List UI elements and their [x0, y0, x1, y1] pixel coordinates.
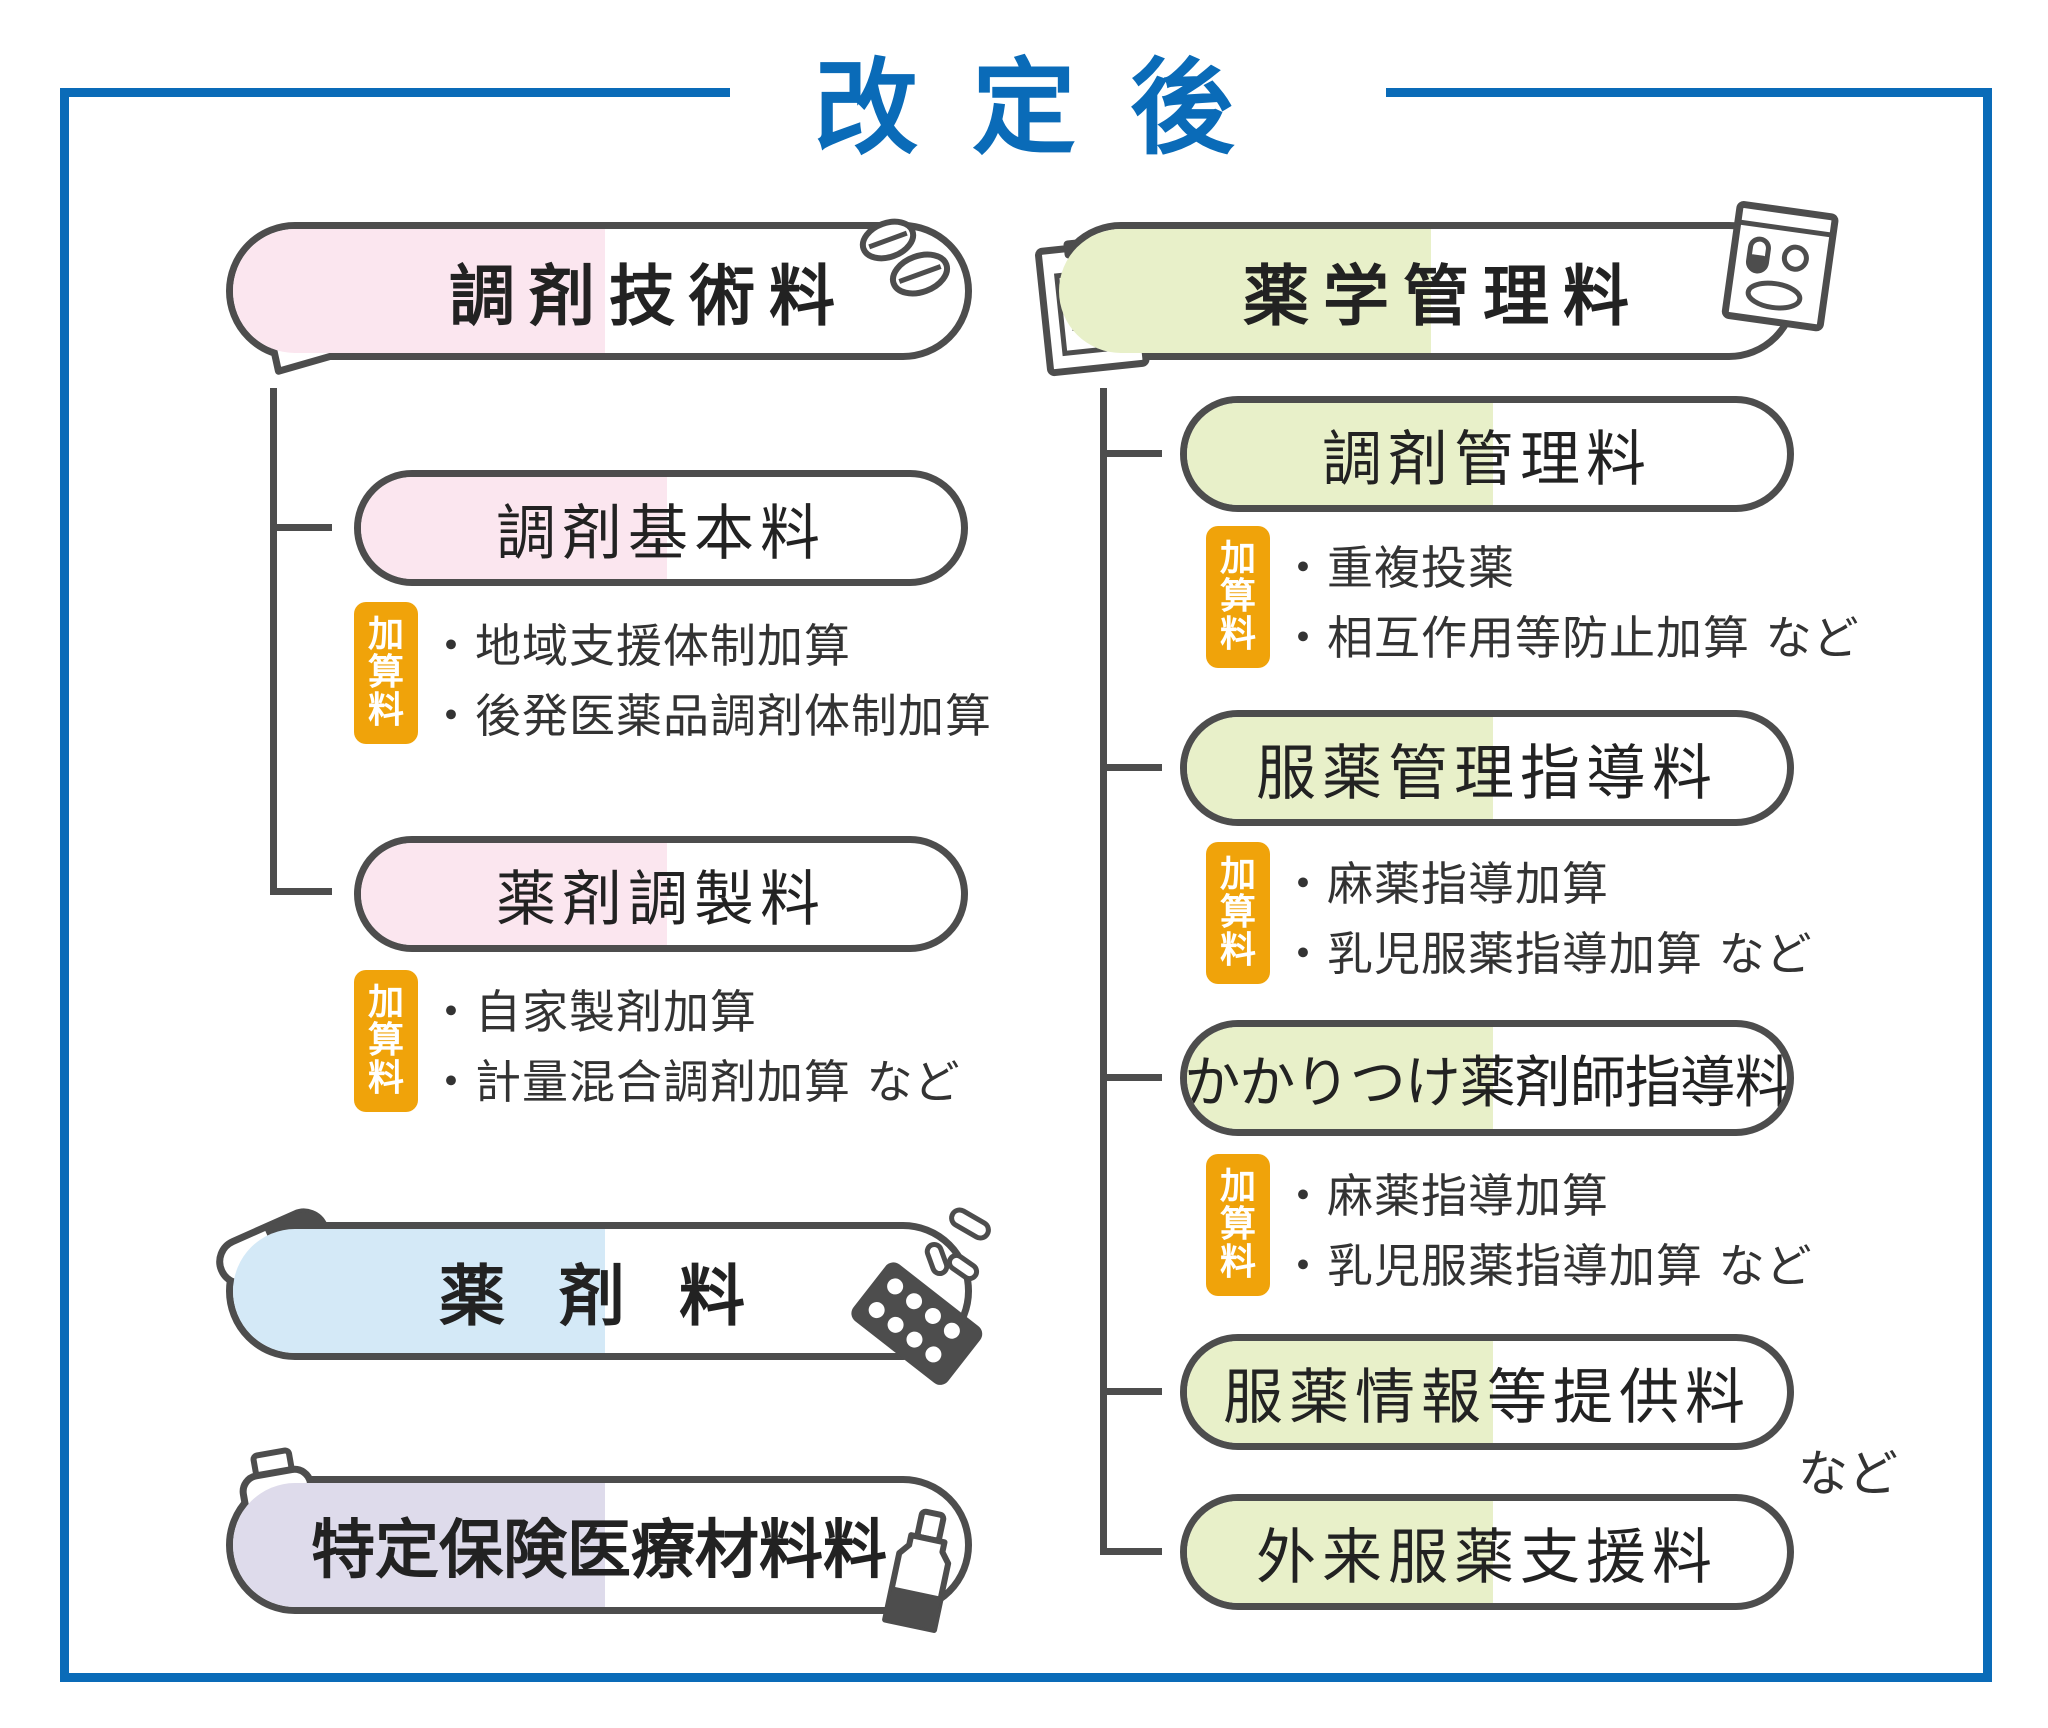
addition-item: ・乳児服薬指導加算 など [1280, 1239, 1813, 1293]
subitem-preparation-fee-label: 薬剤調製料 [496, 864, 826, 935]
addition-item: ・麻薬指導加算 [1280, 1169, 1609, 1223]
addition-badge: 加算料 [354, 970, 418, 1112]
addition-badge: 加算料 [354, 602, 418, 744]
category-material-fee: 特定保険医療材料料 [226, 1476, 972, 1614]
addition-item: ・重複投薬 [1280, 541, 1515, 595]
addition-item: ・乳児服薬指導加算 など [1280, 927, 1813, 981]
frame-top-right [1386, 88, 1992, 97]
addition-item: ・相互作用等防止加算 など [1280, 611, 1860, 665]
subitem-info-provision-label: 服薬情報等提供料 [1223, 1362, 1751, 1433]
category-tech-fee-label: 調剤技術料 [449, 258, 849, 335]
addition-item: ・麻薬指導加算 [1280, 857, 1609, 911]
subitem-basic-fee-label: 調剤基本料 [496, 498, 826, 569]
frame-bottom [60, 1673, 1992, 1682]
trailing-note: など [1798, 1445, 1898, 1503]
category-tech-fee: 調剤技術料 [226, 222, 972, 360]
subitem-outpatient-support-label: 外来服薬支援料 [1256, 1522, 1718, 1593]
subitem-medication-guidance-label: 服薬管理指導料 [1256, 738, 1718, 809]
subitem-info-provision: 服薬情報等提供料 [1180, 1334, 1794, 1450]
tree-line-right-branch-1 [1100, 450, 1162, 457]
tree-line-right-vertical [1100, 388, 1107, 1554]
addition-badge: 加算料 [1206, 842, 1270, 984]
category-pharm-mgmt-label: 薬学管理料 [1243, 258, 1643, 335]
tree-line-right-branch-4 [1100, 1388, 1162, 1395]
medicine-packet-icon [1721, 201, 1839, 332]
category-drug-fee-label: 薬剤料 [439, 1258, 799, 1335]
subitem-dispensing-mgmt: 調剤管理料 [1180, 396, 1794, 512]
page-title: 改定後 [813, 47, 1288, 169]
tree-line-right-branch-5 [1100, 1548, 1162, 1555]
tree-line-left-branch-2 [270, 888, 332, 895]
addition-item: ・計量混合調剤加算 など [428, 1055, 961, 1109]
addition-item: ・後発医薬品調剤体制加算 [428, 689, 992, 743]
addition-badge: 加算料 [1206, 526, 1270, 668]
subitem-family-pharmacist: かかりつけ薬剤師指導料 [1180, 1020, 1794, 1136]
tree-line-right-branch-2 [1100, 764, 1162, 771]
category-material-fee-label: 特定保険医療材料料 [311, 1514, 887, 1588]
addition-badge: 加算料 [1206, 1154, 1270, 1296]
subitem-dispensing-mgmt-label: 調剤管理料 [1322, 424, 1652, 495]
pills-icon [859, 218, 951, 297]
addition-item: ・地域支援体制加算 [428, 619, 851, 673]
blister-pack-icon [851, 1207, 991, 1385]
subitem-medication-guidance: 服薬管理指導料 [1180, 710, 1794, 826]
category-drug-fee: 薬剤料 [226, 1222, 972, 1360]
dropper-bottle-icon [882, 1508, 952, 1633]
frame-right [1983, 88, 1992, 1682]
category-pharm-mgmt: 薬学管理料 [1052, 222, 1798, 360]
tree-line-left-branch-1 [270, 524, 332, 531]
addition-item: ・自家製剤加算 [428, 985, 757, 1039]
subitem-outpatient-support: 外来服薬支援料 [1180, 1494, 1794, 1610]
frame-left [60, 88, 69, 1682]
subitem-family-pharmacist-label: かかりつけ薬剤師指導料 [1184, 1050, 1790, 1116]
subitem-basic-fee: 調剤基本料 [354, 470, 968, 586]
tree-line-right-branch-3 [1100, 1074, 1162, 1081]
frame-top-left [60, 88, 730, 97]
subitem-preparation-fee: 薬剤調製料 [354, 836, 968, 952]
tree-line-left-vertical [270, 388, 277, 894]
